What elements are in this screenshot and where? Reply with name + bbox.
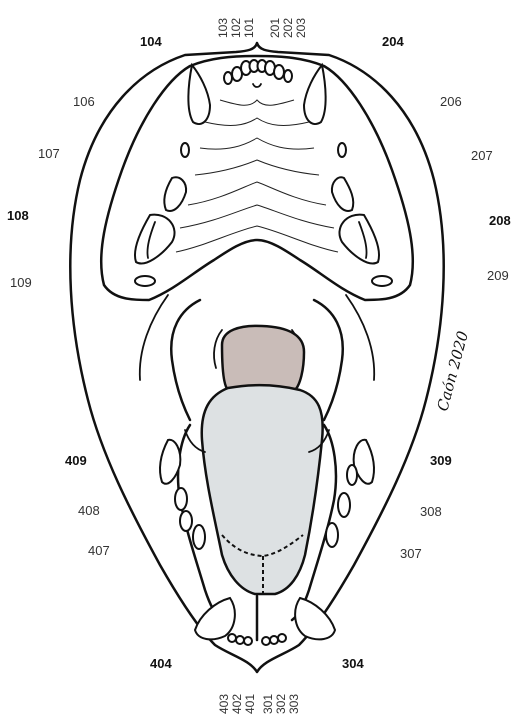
- label-304: 304: [342, 656, 364, 671]
- tooth-106: [181, 143, 189, 157]
- label-107: 107: [38, 146, 60, 161]
- tooth-408a: [175, 488, 187, 510]
- label-407: 407: [88, 543, 110, 558]
- palatal-ridge: [188, 182, 326, 205]
- tooth-307: [326, 523, 338, 547]
- upper-canine-left: [304, 65, 326, 124]
- label-401: 401: [243, 694, 257, 714]
- cheek-fold-left: [314, 300, 343, 420]
- palatal-ridge: [195, 160, 319, 175]
- label-206: 206: [440, 94, 462, 109]
- tooth-209: [372, 276, 392, 286]
- label-408: 408: [78, 503, 100, 518]
- label-303: 303: [287, 694, 301, 714]
- label-108: 108: [7, 208, 29, 223]
- label-201: 201: [268, 18, 282, 38]
- label-308: 308: [420, 504, 442, 519]
- tooth-308b: [338, 493, 350, 517]
- label-202: 202: [281, 18, 295, 38]
- label-103: 103: [216, 18, 230, 38]
- label-102: 102: [229, 18, 243, 38]
- label-402: 402: [230, 694, 244, 714]
- label-104: 104: [140, 34, 162, 49]
- tooth-107: [164, 177, 186, 211]
- lip-line-right: [140, 295, 168, 380]
- label-101: 101: [242, 18, 256, 38]
- tooth-407: [193, 525, 205, 549]
- label-109: 109: [10, 275, 32, 290]
- tongue: [202, 385, 323, 594]
- palatal-ridge: [205, 118, 309, 125]
- palatal-ridge: [220, 100, 294, 105]
- label-207: 207: [471, 148, 493, 163]
- label-309: 309: [430, 453, 452, 468]
- label-209: 209: [487, 268, 509, 283]
- tooth-308a: [347, 465, 357, 485]
- label-106: 106: [73, 94, 95, 109]
- lip-line-left: [346, 295, 374, 380]
- label-208: 208: [489, 213, 511, 228]
- tooth-408b: [180, 511, 192, 531]
- cheek-fold-right: [171, 300, 200, 420]
- upper-canine-right: [188, 65, 210, 124]
- label-307: 307: [400, 546, 422, 561]
- palatal-ridge: [200, 138, 314, 149]
- palatal-ridge: [180, 205, 334, 228]
- label-302: 302: [274, 694, 288, 714]
- tooth-206: [338, 143, 346, 157]
- tooth-207: [332, 177, 353, 211]
- upper-incisors: [224, 60, 292, 87]
- label-301: 301: [261, 694, 275, 714]
- artist-signature: Caón 2020: [433, 329, 472, 413]
- label-204: 204: [382, 34, 404, 49]
- label-203: 203: [294, 18, 308, 38]
- upper-jaw-outline: [101, 56, 413, 300]
- label-404: 404: [150, 656, 172, 671]
- tooth-109: [135, 276, 155, 286]
- lower-canine-right: [195, 598, 235, 639]
- label-403: 403: [217, 694, 231, 714]
- pharynx: [222, 326, 304, 390]
- label-409: 409: [65, 453, 87, 468]
